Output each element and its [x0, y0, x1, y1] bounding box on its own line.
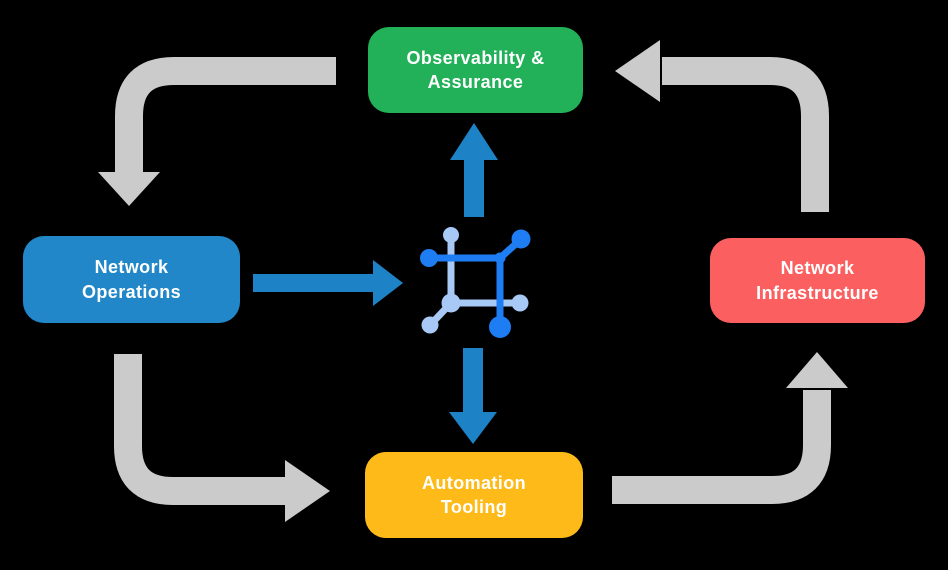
- node-network-operations: Network Operations: [23, 236, 240, 323]
- cycle-arrowhead-up: [786, 352, 848, 388]
- cycle-arrow-operations-to-automation: [114, 354, 330, 522]
- cycle-arrow-shaft: [612, 390, 831, 504]
- mesh-dark-junction-node: [494, 252, 506, 264]
- cycle-arrow-infrastructure-to-observability: [615, 40, 829, 212]
- node-network-infrastructure: Network Infrastructure: [710, 238, 925, 323]
- mesh-light-bottom-left-node: [421, 316, 439, 334]
- flow-arrowhead-down: [449, 412, 497, 444]
- node-observability-assurance: Observability & Assurance: [368, 27, 583, 113]
- flow-arrowhead-up: [450, 123, 498, 160]
- cycle-arrow-automation-to-infrastructure: [612, 352, 848, 504]
- node-label-network-infrastructure: Network Infrastructure: [756, 258, 879, 303]
- cycle-arrow-shaft: [115, 57, 336, 174]
- node-automation-tooling: Automation Tooling: [365, 452, 583, 538]
- mesh-dark-left-node: [420, 249, 438, 267]
- node-label-observability-assurance: Observability & Assurance: [406, 47, 545, 92]
- network-mesh-icon: [420, 227, 531, 338]
- mesh-light-right-node: [511, 294, 529, 312]
- cycle-arrow-shaft: [114, 354, 287, 505]
- cycle-arrow-observability-to-operations: [98, 57, 336, 206]
- flow-arrow-center-to-automation: [449, 348, 497, 444]
- node-label-network-operations: Network Operations: [81, 257, 182, 302]
- flow-arrowhead-right: [373, 260, 403, 306]
- cycle-arrowhead-down: [98, 172, 160, 206]
- cycle-arrowhead-left: [615, 40, 660, 102]
- cycle-arrow-shaft: [662, 57, 829, 212]
- node-label-automation-tooling: Automation Tooling: [422, 472, 526, 517]
- mesh-light-diagonal: [430, 300, 454, 325]
- mesh-dark-bottom-node: [489, 316, 511, 338]
- mesh-light-top-node: [443, 227, 459, 243]
- mesh-dark-top-right-node: [511, 229, 531, 249]
- flow-arrow-center-to-observability: [450, 123, 498, 217]
- cycle-arrowhead-right: [285, 460, 330, 522]
- flow-arrow-operations-to-center: [253, 260, 403, 306]
